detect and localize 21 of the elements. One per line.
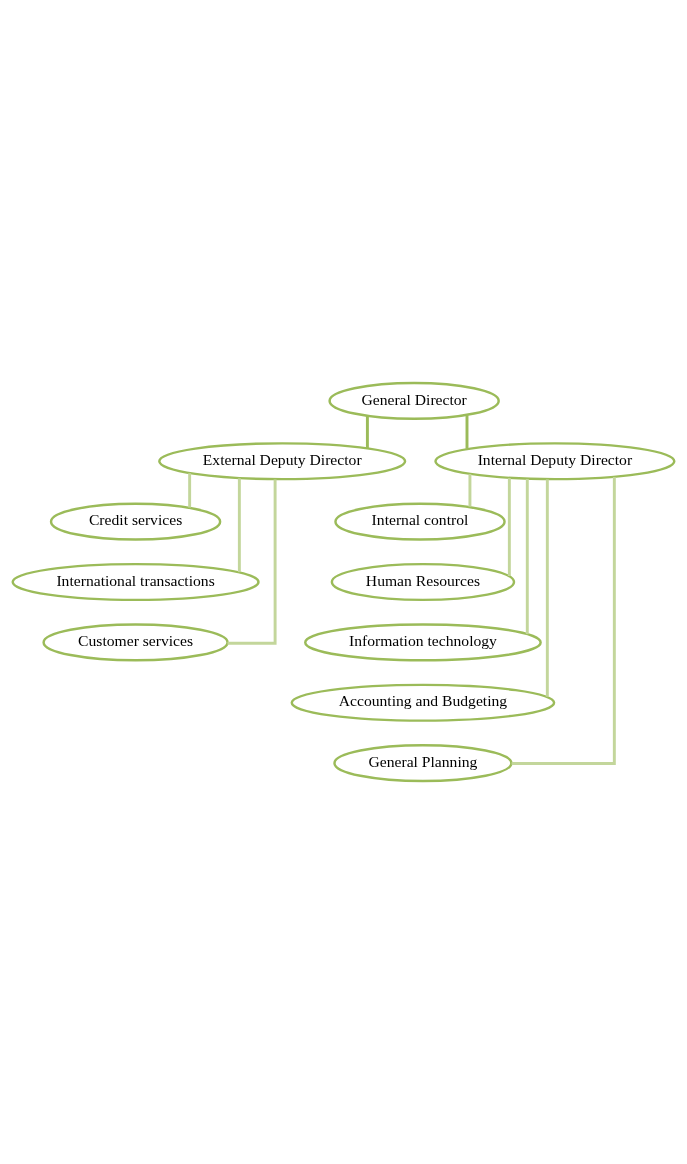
node-ellipse: External Deputy Director bbox=[158, 442, 407, 481]
connector bbox=[525, 478, 529, 635]
connector bbox=[365, 416, 369, 449]
connector bbox=[511, 477, 616, 765]
node-ellipse: International transactions bbox=[11, 562, 260, 602]
node-ellipse: Internal Deputy Director bbox=[434, 442, 676, 481]
connector bbox=[237, 478, 241, 573]
node-ellipse: Human Resources bbox=[330, 562, 516, 602]
node-ellipse: Customer services bbox=[42, 623, 229, 662]
connector bbox=[545, 479, 549, 697]
connector bbox=[188, 473, 192, 508]
node-ellipse: General Planning bbox=[333, 744, 513, 783]
node-ellipse: Internal control bbox=[334, 502, 506, 541]
node-ellipse: General Director bbox=[328, 381, 500, 420]
connector bbox=[507, 478, 511, 577]
connector bbox=[465, 415, 469, 449]
connector bbox=[468, 474, 472, 507]
node-ellipse: Credit services bbox=[49, 502, 222, 541]
node-ellipse: Accounting and Budgeting bbox=[290, 683, 556, 722]
connector bbox=[227, 479, 277, 645]
node-ellipse: Information technology bbox=[304, 623, 542, 662]
